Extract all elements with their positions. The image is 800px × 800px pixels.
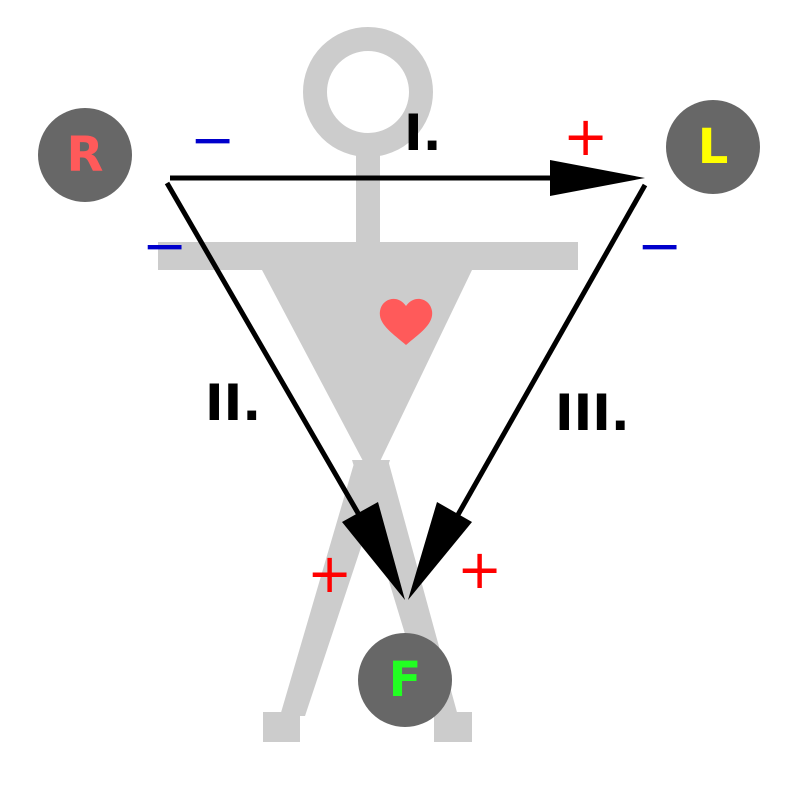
lead-1-label: I. [404, 104, 442, 162]
figure-right-foot [434, 712, 472, 742]
figure-neck [356, 145, 380, 245]
electrode-left-arm: L [666, 100, 760, 194]
lead-3-plus-sign: + [457, 538, 502, 601]
electrode-right-arm: R [38, 108, 132, 202]
lead-1-minus-sign: − [190, 108, 235, 171]
lead-2-minus-sign: − [142, 214, 187, 277]
electrode-left-arm-letter: L [698, 119, 729, 175]
figure-torso [262, 270, 472, 478]
lead-1-plus-sign: + [563, 105, 608, 168]
electrode-foot-letter: F [389, 652, 422, 708]
electrode-right-arm-letter: R [67, 127, 104, 183]
lead-3-label: III. [555, 384, 630, 442]
lead-2-plus-sign: + [307, 542, 352, 605]
figure-arms [158, 242, 578, 270]
electrode-foot: F [358, 633, 452, 727]
figure-left-foot [263, 712, 300, 742]
lead-2-label: II. [205, 374, 261, 432]
lead-3-minus-sign: − [637, 214, 682, 277]
lead-3-line [455, 185, 645, 520]
